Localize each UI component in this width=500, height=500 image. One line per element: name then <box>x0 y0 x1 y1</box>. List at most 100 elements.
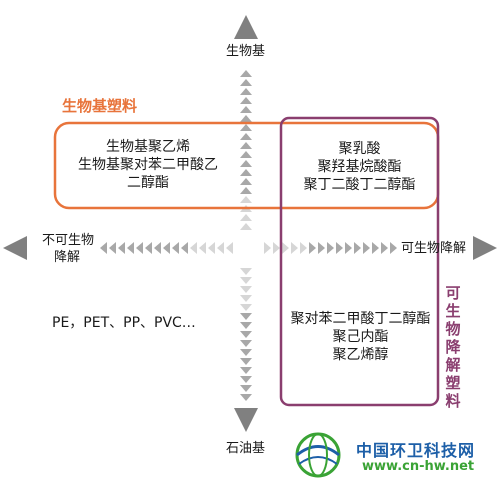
horizontal-axis-chevrons <box>100 242 397 254</box>
chevron-up-icon <box>240 106 252 113</box>
chevron-down-icon <box>240 385 252 392</box>
chevron-down-icon <box>240 322 252 329</box>
globe-logo <box>295 432 341 478</box>
chevron-right-icon <box>291 242 298 254</box>
material-name: 聚己内酯 <box>332 329 389 345</box>
chevron-up-icon <box>240 151 252 158</box>
top-left-quadrant-text: 生物基聚乙烯 生物基聚对苯二甲酸乙 二醇酯 <box>62 138 234 192</box>
arrow-right-icon <box>473 236 497 260</box>
chevron-up-icon <box>240 97 252 104</box>
chevron-up-icon <box>240 223 252 230</box>
chevron-left-icon <box>217 242 224 254</box>
chevron-down-icon <box>240 394 252 401</box>
material-name: 二醇酯 <box>127 175 169 191</box>
material-name: 生物基聚对苯二甲酸乙 <box>78 157 218 173</box>
arrow-up-icon <box>234 15 258 39</box>
chevron-down-icon <box>240 367 252 374</box>
chevron-right-icon <box>273 242 280 254</box>
biodegradable-char: 降 <box>445 338 461 356</box>
chevron-left-icon <box>163 242 170 254</box>
chevron-up-icon <box>240 187 252 194</box>
chevron-up-icon <box>240 169 252 176</box>
chevron-down-icon <box>240 313 252 320</box>
chevron-down-icon <box>240 340 252 347</box>
biodegradable-char: 生 <box>445 302 461 320</box>
chevron-right-icon <box>318 242 325 254</box>
chevron-left-icon <box>109 242 116 254</box>
chevron-up-icon <box>240 124 252 131</box>
material-name: 聚对苯二甲酸丁二醇酯 <box>290 311 431 327</box>
chevron-left-icon <box>199 242 206 254</box>
chevron-up-icon <box>240 178 252 185</box>
chevron-left-icon <box>127 242 134 254</box>
material-name: 聚丁二酸丁二醇酯 <box>303 177 416 193</box>
chevron-right-icon <box>309 242 316 254</box>
chevron-left-icon <box>172 242 179 254</box>
chevron-right-icon <box>300 242 307 254</box>
chevron-left-icon <box>226 242 233 254</box>
chevron-right-icon <box>336 242 343 254</box>
chevron-up-icon <box>240 142 252 149</box>
biodegradable-char: 可 <box>445 284 461 302</box>
vertical-axis-chevrons <box>240 70 252 401</box>
chevron-up-icon <box>240 160 252 167</box>
axis-left-label-line2: 降解 <box>54 250 81 265</box>
chevron-down-icon <box>240 331 252 338</box>
watermark-url: www.cn-hw.net <box>362 459 475 474</box>
axis-bottom-label: 石油基 <box>226 441 266 456</box>
arrow-down-icon <box>234 408 258 432</box>
chevron-left-icon <box>100 242 107 254</box>
chevron-up-icon <box>240 196 252 203</box>
chevron-up-icon <box>240 133 252 140</box>
biodegradable-char: 解 <box>445 356 461 374</box>
chevron-left-icon <box>208 242 215 254</box>
chevron-right-icon <box>363 242 370 254</box>
chevron-right-icon <box>372 242 379 254</box>
bottom-right-quadrant-text: 聚对苯二甲酸丁二醇酯 聚己内酯 聚乙烯醇 <box>283 310 438 364</box>
chevron-left-icon <box>118 242 125 254</box>
chevron-down-icon <box>240 286 252 293</box>
top-right-quadrant-text: 聚乳酸 聚羟基烷酸酯 聚丁二酸丁二醇酯 <box>287 140 432 194</box>
chevron-right-icon <box>282 242 289 254</box>
biodegradable-char: 物 <box>445 320 461 338</box>
axis-left-label-line1: 不可生物 <box>42 233 95 248</box>
chevron-left-icon <box>136 242 143 254</box>
chevron-right-icon <box>327 242 334 254</box>
material-name: 聚羟基烷酸酯 <box>317 159 402 175</box>
arrow-left-icon <box>3 236 27 260</box>
chevron-down-icon <box>240 376 252 383</box>
material-name: 聚乳酸 <box>338 141 381 157</box>
chevron-up-icon <box>240 70 252 77</box>
chevron-down-icon <box>240 304 252 311</box>
chevron-down-icon <box>240 277 252 284</box>
chevron-up-icon <box>240 214 252 221</box>
chevron-right-icon <box>264 242 271 254</box>
chevron-left-icon <box>154 242 161 254</box>
biodegradable-char: 料 <box>445 392 461 410</box>
biobased-plastics-label: 生物基塑料 <box>62 97 138 115</box>
chevron-down-icon <box>240 268 252 275</box>
chevron-down-icon <box>240 295 252 302</box>
chevron-right-icon <box>390 242 397 254</box>
chevron-down-icon <box>240 349 252 356</box>
axis-top-label: 生物基 <box>226 44 266 59</box>
material-name: 生物基聚乙烯 <box>106 139 190 155</box>
biodegradable-plastics-label: 可 生 物 降 解 塑 料 <box>442 284 464 410</box>
axis-right-label: 可生物降解 <box>401 241 467 256</box>
watermark-title: 中国环卫科技网 <box>356 441 476 460</box>
bottom-left-quadrant-text: PE，PET、PP、PVC… <box>52 315 196 331</box>
chevron-up-icon <box>240 79 252 86</box>
chevron-down-icon <box>240 358 252 365</box>
chevron-right-icon <box>381 242 388 254</box>
chevron-up-icon <box>240 88 252 95</box>
chevron-right-icon <box>354 242 361 254</box>
chevron-left-icon <box>145 242 152 254</box>
chevron-up-icon <box>240 115 252 122</box>
chevron-right-icon <box>345 242 352 254</box>
biodegradable-char: 塑 <box>445 374 461 392</box>
material-name: 聚乙烯醇 <box>332 347 389 363</box>
chevron-left-icon <box>190 242 197 254</box>
chevron-left-icon <box>181 242 188 254</box>
biodegradable-plastics-box <box>279 116 440 407</box>
